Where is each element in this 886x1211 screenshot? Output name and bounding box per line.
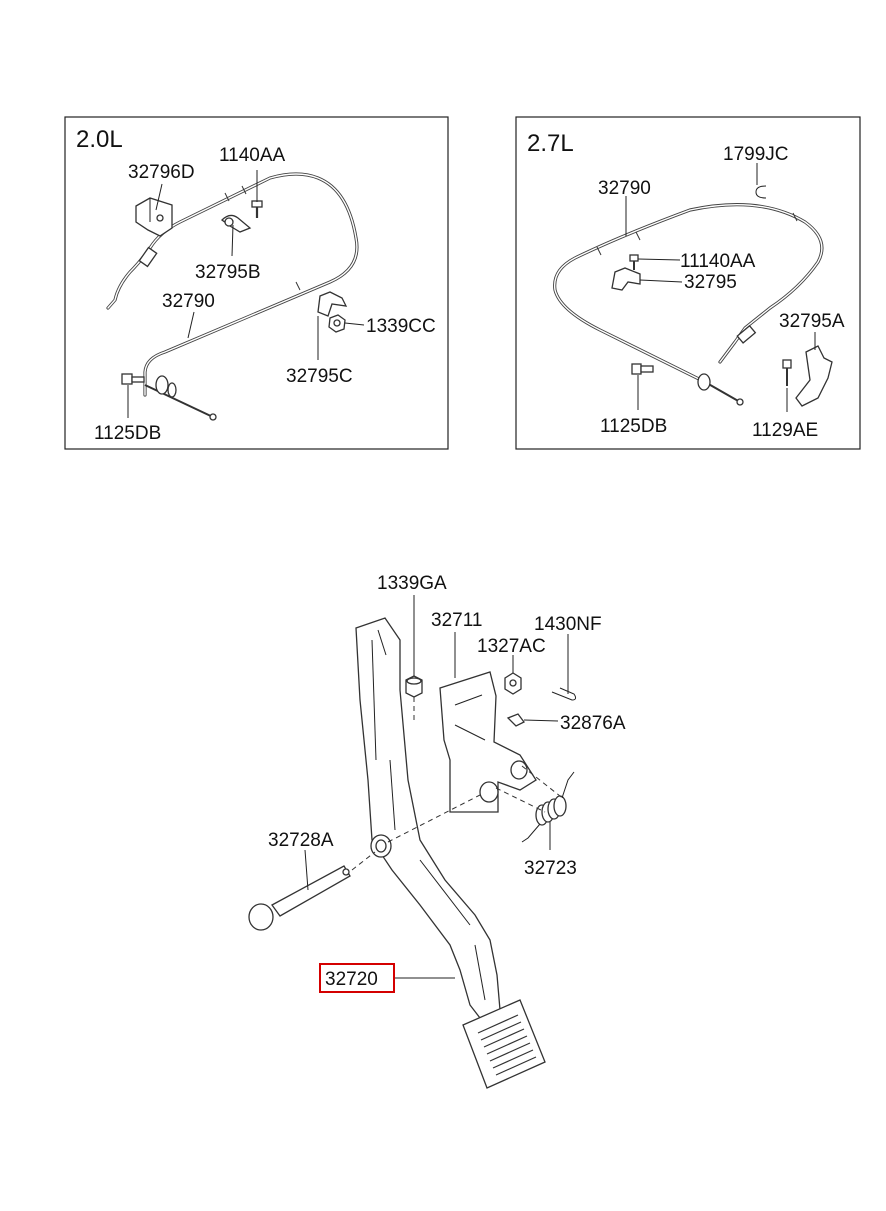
- label-32795: 32795: [684, 272, 737, 293]
- bracket-32796d: [135, 197, 173, 237]
- stopper-32876a: [506, 713, 525, 727]
- label-32790-right: 32790: [598, 178, 651, 199]
- label-1140aa: 1140AA: [219, 145, 286, 166]
- cable-32790-right: [553, 203, 824, 406]
- label-11140aa: 11140AA: [680, 251, 756, 272]
- panel-2-0l: 2.0L: [64, 116, 449, 450]
- label-32720[interactable]: 32720: [325, 969, 378, 990]
- clip-1799jc: [755, 185, 767, 199]
- bracket-32795: [611, 267, 641, 291]
- nut-1339cc: [328, 314, 346, 333]
- label-1327ac: 1327AC: [477, 636, 546, 657]
- clevis-pin-32728a: [248, 865, 351, 931]
- label-1129ae: 1129AE: [752, 420, 818, 441]
- panel-2-0l-title: 2.0L: [76, 126, 123, 153]
- bracket-32711: [439, 671, 537, 813]
- panel-2-7l: 2.7L: [515, 116, 861, 450]
- bracket-32795a: [795, 345, 833, 407]
- panel-2-7l-title: 2.7L: [527, 130, 574, 157]
- label-1125db-left: 1125DB: [94, 423, 161, 444]
- label-1430nf: 1430NF: [534, 614, 602, 635]
- label-32711: 32711: [431, 610, 482, 631]
- clip-32795b: [221, 214, 252, 233]
- label-32723: 32723: [524, 858, 577, 879]
- label-1799jc: 1799JC: [723, 144, 789, 165]
- bolt-1140aa: [251, 200, 263, 218]
- pin-1430nf: [551, 687, 577, 701]
- bolt-1129ae: [782, 359, 792, 386]
- label-1339ga: 1339GA: [377, 573, 447, 594]
- nut-1327ac: [504, 672, 522, 695]
- pedal-pad: [462, 999, 546, 1089]
- label-32728a: 32728A: [268, 830, 334, 851]
- pedal-arm-32720: [355, 617, 501, 1019]
- bushing-1339ga: [405, 675, 423, 698]
- bolt-1125db-left: [121, 373, 145, 385]
- pedal-assembly: 1339GA 32711 1430NF 1327AC 32876A 32728A…: [248, 573, 626, 1089]
- label-32790-left: 32790: [162, 291, 215, 312]
- label-1125db-right: 1125DB: [600, 416, 667, 437]
- bolt-11140aa: [629, 254, 639, 270]
- label-32795b: 32795B: [195, 262, 261, 283]
- spring-32723: [521, 771, 575, 843]
- panel-2-7l-frame: [515, 116, 861, 450]
- label-32796d: 32796D: [128, 162, 195, 183]
- panel-2-0l-frame: [64, 116, 449, 450]
- label-1339cc: 1339CC: [366, 316, 436, 337]
- bracket-32795c: [317, 291, 348, 317]
- cable-32790-left: [106, 172, 359, 421]
- label-32795a: 32795A: [779, 311, 845, 332]
- highlight-box-32720: [319, 963, 395, 993]
- label-32876a: 32876A: [560, 713, 626, 734]
- label-32795c: 32795C: [286, 366, 353, 387]
- bolt-1125db-right: [631, 363, 654, 375]
